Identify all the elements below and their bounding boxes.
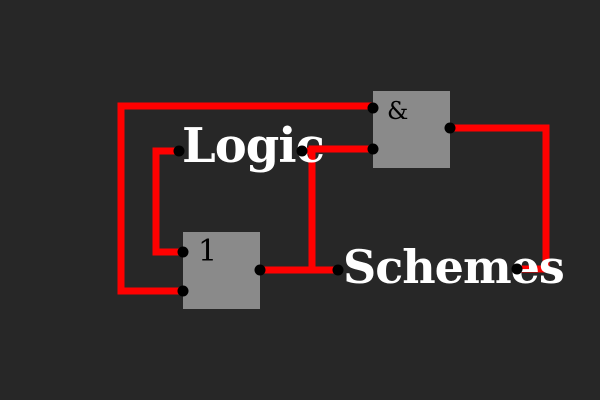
- pin-logic-in: [173, 145, 185, 157]
- or-gate-symbol: 1: [198, 234, 218, 269]
- pin-and-in2: [367, 143, 379, 155]
- wire-or-in2-to-and-in1: [117, 102, 373, 295]
- pin-and-out: [444, 122, 456, 134]
- pin-or-in1: [177, 246, 189, 258]
- pin-and-in1: [367, 102, 379, 114]
- or-gate: 1: [183, 232, 260, 309]
- pin-schemes-out: [511, 263, 523, 275]
- pin-schemes-in: [332, 264, 344, 276]
- pin-or-out: [254, 264, 266, 276]
- pin-or-in2: [177, 285, 189, 297]
- pin-logic-out: [296, 145, 308, 157]
- wire-logic-to-or-in1: [152, 147, 183, 256]
- and-gate-symbol: &: [387, 97, 409, 125]
- wire-and-out-to-schemes-out: [450, 124, 550, 273]
- and-gate: &: [373, 91, 450, 168]
- word-schemes: Schemes: [343, 240, 565, 294]
